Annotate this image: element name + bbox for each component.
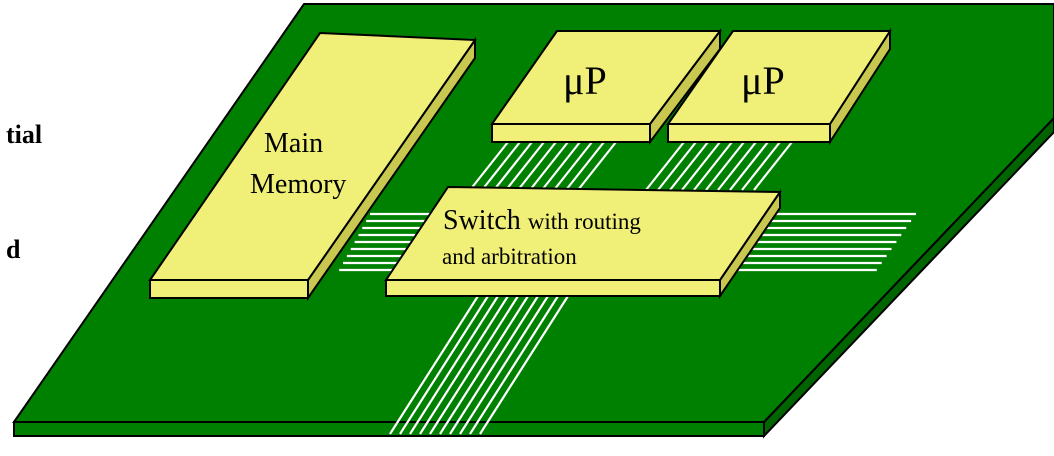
trace-line-bottom: [449, 295, 539, 435]
trace-line-cpu1: [553, 141, 593, 191]
trace-line-bottom: [479, 295, 569, 435]
microprocessor-label-1: μP: [563, 58, 607, 103]
trace-line-cpu1: [493, 141, 533, 191]
switch-label-line-1: Switch with routing: [443, 205, 641, 236]
trace-line-cpu2: [729, 141, 769, 191]
switch-title: Switch: [443, 205, 521, 236]
trace-bundles: [339, 141, 916, 435]
trace-line-cpu1: [517, 141, 557, 191]
trace-line-cpu2: [693, 141, 733, 191]
microprocessor-label-2: μP: [741, 58, 785, 103]
microprocessor-chip-1: μP: [490, 28, 723, 145]
trace-line-cpu1: [529, 141, 569, 191]
switch-chip: Switch with routing and arbitration: [384, 185, 782, 300]
trace-line-bottom: [389, 295, 479, 435]
trace-line-bottom: [439, 295, 529, 435]
trace-line-cpu2: [741, 141, 781, 191]
trace-line-cpu1: [469, 141, 509, 191]
trace-line-bottom: [469, 295, 559, 435]
trace-line-cpu2: [657, 141, 697, 191]
trace-line-bottom: [399, 295, 489, 435]
side-text-line-1: tial: [6, 120, 42, 149]
trace-line-cpu2: [645, 141, 685, 191]
trace-line-cpu2: [705, 141, 745, 191]
trace-line-bottom: [459, 295, 549, 435]
switch-title-rest: with routing: [528, 209, 642, 234]
memory-label-line-1: Main: [264, 128, 323, 159]
trace-line-cpu2: [681, 141, 721, 191]
trace-line-cpu1: [565, 141, 605, 191]
microprocessor-chip-2: μP: [666, 27, 892, 146]
trace-line-bottom: [409, 295, 499, 435]
trace-line-cpu1: [481, 141, 521, 191]
trace-line-cpu2: [717, 141, 757, 191]
trace-line-cpu1: [505, 141, 545, 191]
board-front-edge: [13, 421, 765, 437]
trace-line-cpu1: [541, 141, 581, 191]
trace-line-cpu1: [577, 141, 617, 191]
side-text-line-2: d: [6, 235, 21, 264]
trace-line-bottom: [419, 295, 509, 435]
trace-line-cpu2: [669, 141, 709, 191]
main-memory-chip: Main Memory: [148, 31, 477, 302]
switch-label-line-2: and arbitration: [442, 244, 577, 269]
memory-label-line-2: Memory: [250, 169, 346, 200]
trace-line-cpu2: [753, 141, 793, 191]
trace-line-bottom: [429, 295, 519, 435]
